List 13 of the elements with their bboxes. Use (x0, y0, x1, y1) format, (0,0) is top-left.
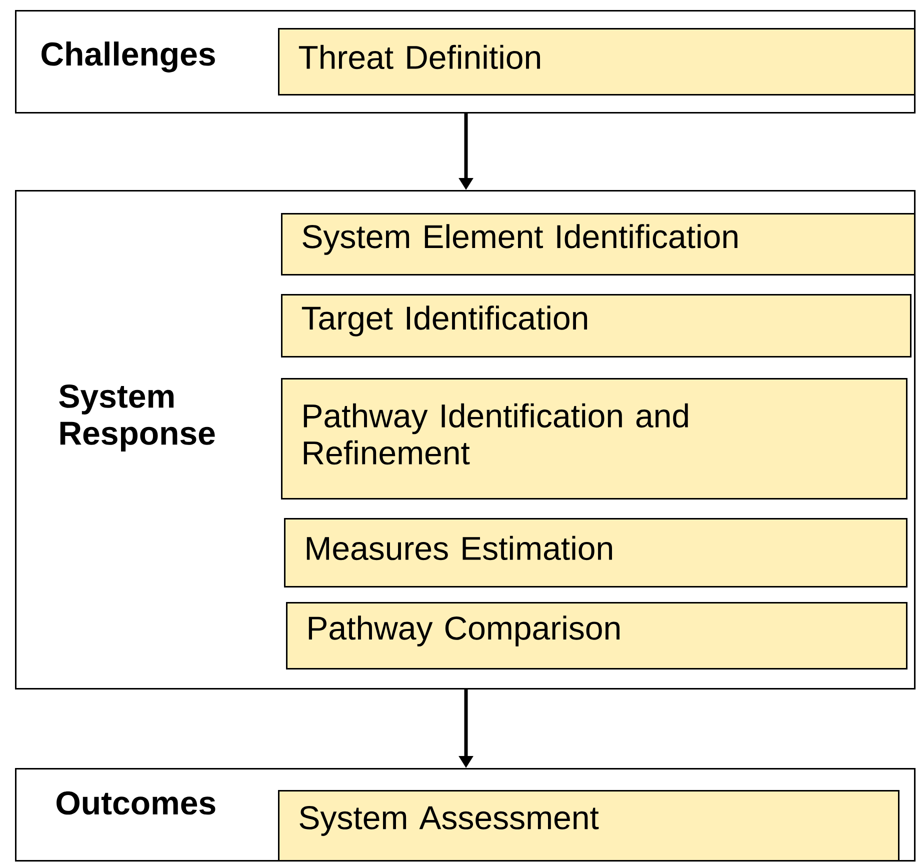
step-box: Threat Definition (278, 28, 916, 96)
group-heading: System Response (59, 384, 215, 452)
group-box (15, 190, 916, 690)
step-box: Target Identification (281, 294, 912, 358)
group-heading: Challenges (42, 42, 215, 72)
step-box: Measures Estimation (284, 518, 908, 588)
step-box: Pathway Identification and Refinement (281, 378, 908, 500)
group-heading: Outcomes (56, 791, 216, 815)
step-box: System Element Identification (281, 213, 916, 276)
group-box (15, 768, 916, 862)
group-box (15, 10, 916, 114)
step-box: System Assessment (278, 790, 900, 862)
step-box: Pathway Comparison (286, 602, 908, 670)
